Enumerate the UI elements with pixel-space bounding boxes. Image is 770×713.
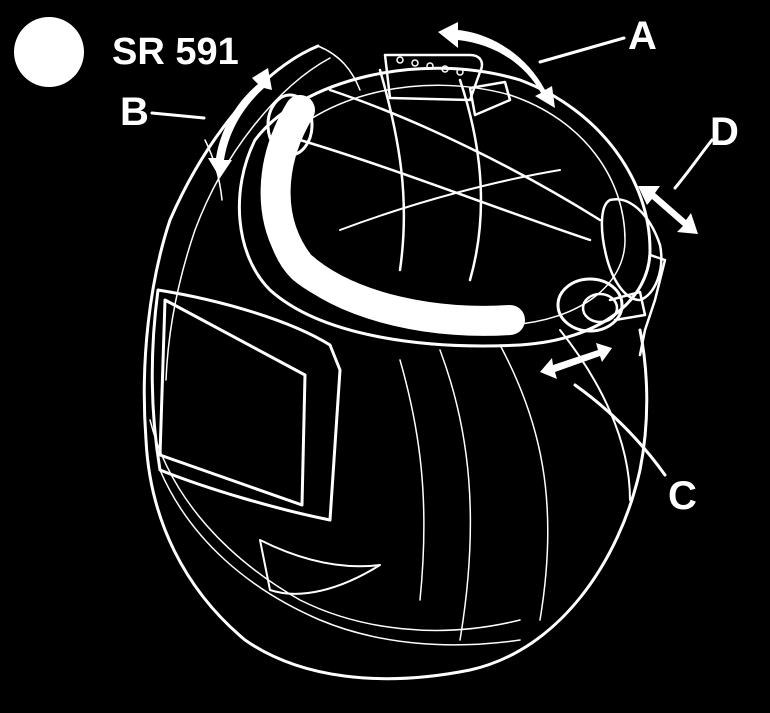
callout-c-label: C: [668, 474, 697, 518]
pivot-knob-outer: [556, 277, 624, 333]
callout-b-label: B: [120, 90, 149, 134]
top-strap-4: [458, 78, 483, 282]
viewing-window-frame: [150, 288, 342, 522]
pivot-knob-lever: [608, 290, 647, 322]
chin-curve-2: [159, 469, 521, 646]
crown-hole-1: [396, 56, 404, 64]
top-strap-3: [378, 68, 406, 272]
headgear-ring-inner: [264, 84, 626, 327]
model-indicator-dot: [14, 17, 84, 87]
model-label: SR 591: [112, 31, 239, 73]
chin-curve-1: [149, 419, 521, 632]
rear-ratchet: [600, 197, 663, 302]
pivot-knob-inner: [581, 292, 619, 324]
crown-hole-5: [456, 68, 464, 76]
side-curve-2: [439, 349, 472, 641]
arrow-a: [438, 22, 555, 108]
crown-tab: [468, 80, 512, 117]
crown-hole-4: [441, 65, 449, 73]
crown-hole-2: [411, 59, 419, 67]
shell-crown-rib: [317, 45, 361, 91]
helmet-shell: [142, 44, 649, 681]
arrow-c: [540, 343, 612, 379]
top-strap-1: [328, 88, 602, 222]
sweatband: [260, 95, 525, 336]
rear-ratchet-bracket: [638, 253, 667, 357]
callout-a-label: A: [628, 14, 657, 58]
side-curve-1: [399, 359, 425, 601]
cross-strap: [339, 169, 561, 231]
arrow-d: [638, 186, 698, 234]
leader-b: [150, 111, 206, 120]
arrow-b: [208, 68, 272, 178]
chin-vent: [259, 539, 381, 595]
angle-adjuster-mount: [266, 93, 314, 157]
side-curve-3: [499, 344, 549, 621]
leader-d: [673, 138, 714, 190]
top-strap-2: [298, 138, 592, 242]
helmet-shell-inner: [165, 57, 331, 381]
leader-c: [573, 383, 667, 477]
leader-a: [538, 36, 626, 64]
crown-hole-3: [426, 62, 434, 70]
callout-d-label: D: [710, 110, 739, 154]
crown-adjuster: [383, 53, 484, 102]
filter-cartridge: [158, 298, 307, 507]
